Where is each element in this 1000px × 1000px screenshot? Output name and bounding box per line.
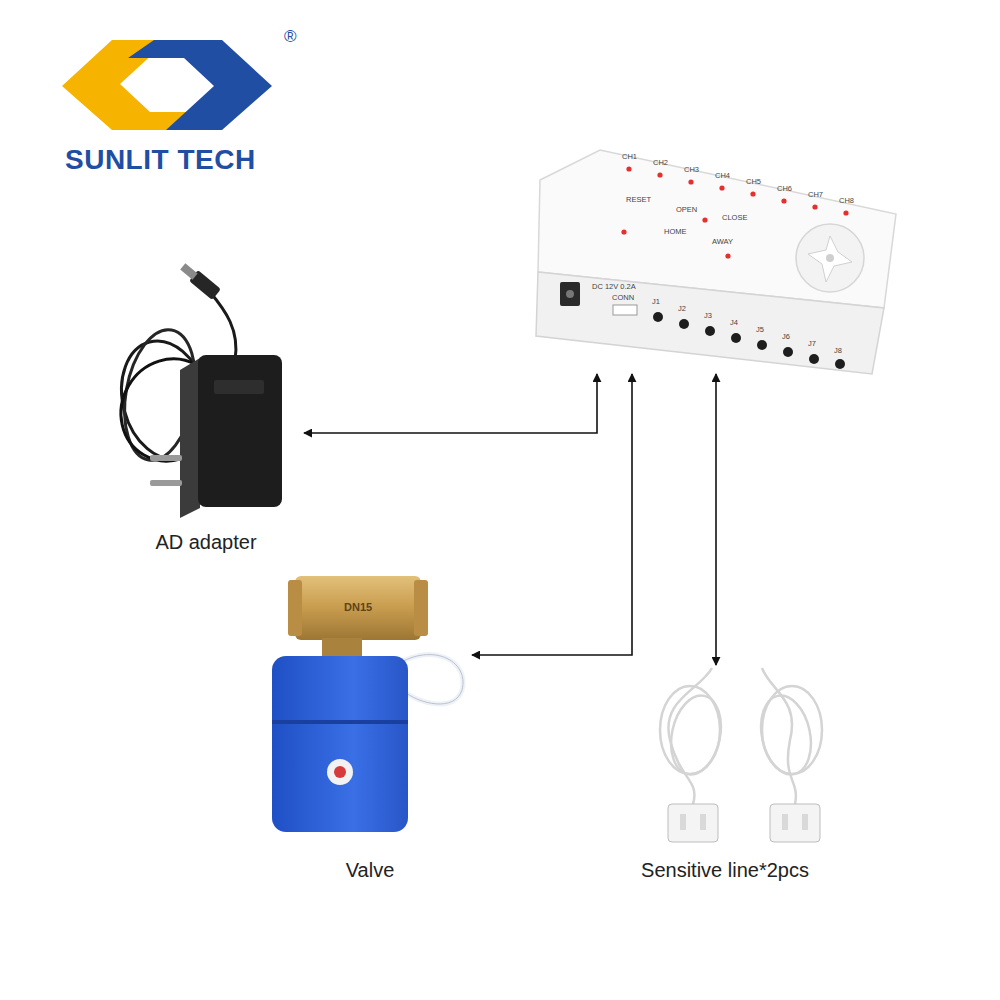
valve-end	[414, 580, 428, 636]
item-caption: Valve	[346, 859, 395, 882]
panel-marking: CH1	[622, 153, 637, 161]
dial-hub	[826, 254, 834, 262]
sensor-item: Sensitive line*2pcs	[612, 665, 838, 890]
adapter-body	[198, 355, 282, 507]
led	[621, 229, 626, 234]
led	[750, 191, 755, 196]
item-caption: AD adapter	[155, 531, 256, 554]
dc-plug-tip	[180, 263, 197, 279]
connector-arrow	[472, 374, 632, 655]
panel-marking: J8	[834, 347, 842, 355]
sensor-probe-slot	[680, 814, 686, 830]
power-jack	[560, 282, 580, 306]
valve-brass-body	[295, 576, 421, 640]
panel-marking: CH6	[777, 185, 792, 193]
controller-box: CH1CH2CH3CH4CH5CH6CH7CH8 RESET OPEN CLOSE HO…	[530, 148, 898, 374]
adapter-item: AD adapter	[108, 262, 304, 562]
sensor-cable	[762, 668, 796, 804]
sensor-probes	[668, 804, 820, 842]
led	[626, 166, 631, 171]
connector-arrow	[715, 374, 717, 665]
valve-actuator	[272, 656, 408, 832]
panel-marking: J1	[652, 298, 660, 306]
controller-housing	[536, 150, 896, 374]
led	[781, 198, 786, 203]
jack	[705, 326, 715, 336]
sensor-coil	[754, 691, 818, 779]
panel-marking: DC 12V 0.2A	[592, 283, 636, 291]
jack	[835, 359, 845, 369]
panel-marking: J7	[808, 340, 816, 348]
actuator-sticker-dot	[334, 766, 346, 778]
registered-mark: ®	[284, 28, 297, 45]
panel-marking: RESET	[626, 196, 651, 204]
panel-marking: HOME	[664, 228, 687, 236]
conn-socket	[613, 305, 637, 315]
jack-row	[653, 312, 845, 369]
sensor-probe-slot	[802, 814, 808, 830]
led-row	[621, 166, 848, 258]
actuator-sticker	[327, 759, 353, 785]
led	[725, 253, 730, 258]
brand-name: SUNLIT TECH	[65, 146, 256, 174]
jack	[809, 354, 819, 364]
sensor-cable	[668, 668, 712, 804]
logo-mark	[62, 40, 272, 130]
panel-marking: J2	[678, 305, 686, 313]
connector-arrow	[304, 374, 597, 433]
panel-marking: CH4	[715, 172, 730, 180]
dial	[796, 224, 864, 292]
sensor-illustration	[660, 668, 822, 804]
panel-marking: J4	[730, 319, 738, 327]
jack	[783, 347, 793, 357]
jack	[653, 312, 663, 322]
adapter-cable	[210, 292, 236, 360]
sensor-probe	[770, 804, 820, 842]
panel-marking: J6	[782, 333, 790, 341]
adapter-side	[180, 358, 200, 518]
adapter-prong	[150, 455, 182, 461]
panel-marking: CH5	[746, 178, 761, 186]
actuator-seam	[272, 720, 408, 724]
led	[719, 185, 724, 190]
panel-marking: AWAY	[712, 238, 733, 246]
panel-marking: CH3	[684, 166, 699, 174]
size-marking: DN15	[344, 602, 372, 613]
jack	[731, 333, 741, 343]
valve-illustration	[272, 576, 463, 832]
valve-end	[288, 580, 302, 636]
panel-marking: CH2	[653, 159, 668, 167]
led	[688, 179, 693, 184]
power-jack-pin	[566, 290, 574, 298]
adapter-illustration	[102, 263, 282, 518]
logo-blue	[128, 40, 272, 130]
sensor-probe	[668, 804, 718, 842]
panel-marking: OPEN	[676, 206, 697, 214]
sensor-probe-slot	[700, 814, 706, 830]
panel-marking: CONN	[612, 294, 634, 302]
led	[812, 204, 817, 209]
adapter-label	[214, 380, 264, 394]
valve-item: Valve	[268, 570, 472, 890]
jack	[757, 340, 767, 350]
panel-marking: CH7	[808, 191, 823, 199]
jack	[679, 319, 689, 329]
panel-marking: J3	[704, 312, 712, 320]
panel-marking: J5	[756, 326, 764, 334]
item-caption: Sensitive line*2pcs	[641, 859, 809, 882]
sensor-coil	[664, 691, 728, 779]
dial-knob	[808, 236, 852, 282]
led	[843, 210, 848, 215]
sensor-probe-slot	[782, 814, 788, 830]
led	[702, 217, 707, 222]
panel-marking: CH8	[839, 197, 854, 205]
adapter-prong	[150, 480, 182, 486]
panel-marking: CLOSE	[722, 214, 747, 222]
led	[657, 172, 662, 177]
